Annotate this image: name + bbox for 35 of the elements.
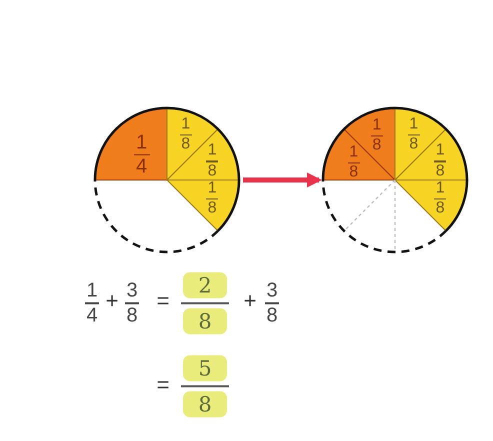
math-operator: + (106, 288, 118, 314)
numerator: 1 (371, 118, 382, 134)
numerator: 1 (180, 116, 192, 134)
numerator: 1 (134, 132, 148, 153)
numerator: 3 (125, 280, 139, 302)
denominator: 8 (206, 163, 218, 180)
numerator: 1 (206, 180, 218, 197)
numerator: 1 (85, 280, 99, 302)
answer-box: 2 (183, 272, 227, 298)
numerator: 3 (265, 280, 279, 302)
numerator: 1 (434, 142, 446, 160)
numerator: 1 (206, 142, 218, 160)
denominator: 8 (206, 200, 218, 218)
answer-box: 5 (183, 355, 227, 382)
answer-box: 8 (183, 390, 227, 417)
denominator: 8 (125, 304, 139, 326)
denominator: 8 (408, 136, 420, 154)
denominator: 4 (85, 304, 99, 326)
denominator: 8 (265, 304, 279, 326)
denominator: 8 (434, 200, 446, 218)
denominator: 8 (348, 164, 360, 182)
math-operator: = (156, 372, 170, 398)
answer-box: 8 (183, 308, 227, 334)
denominator: 8 (180, 136, 192, 154)
pie-diagram (93, 106, 241, 254)
denominator: 4 (134, 156, 148, 178)
numerator: 1 (348, 144, 360, 162)
denominator: 8 (434, 163, 446, 180)
pie-diagram (321, 106, 469, 254)
math-operator: = (156, 288, 170, 314)
math-operator: + (244, 288, 256, 314)
denominator: 8 (371, 138, 382, 155)
numerator: 1 (408, 116, 420, 134)
numerator: 1 (434, 180, 446, 197)
arrow (243, 172, 322, 188)
